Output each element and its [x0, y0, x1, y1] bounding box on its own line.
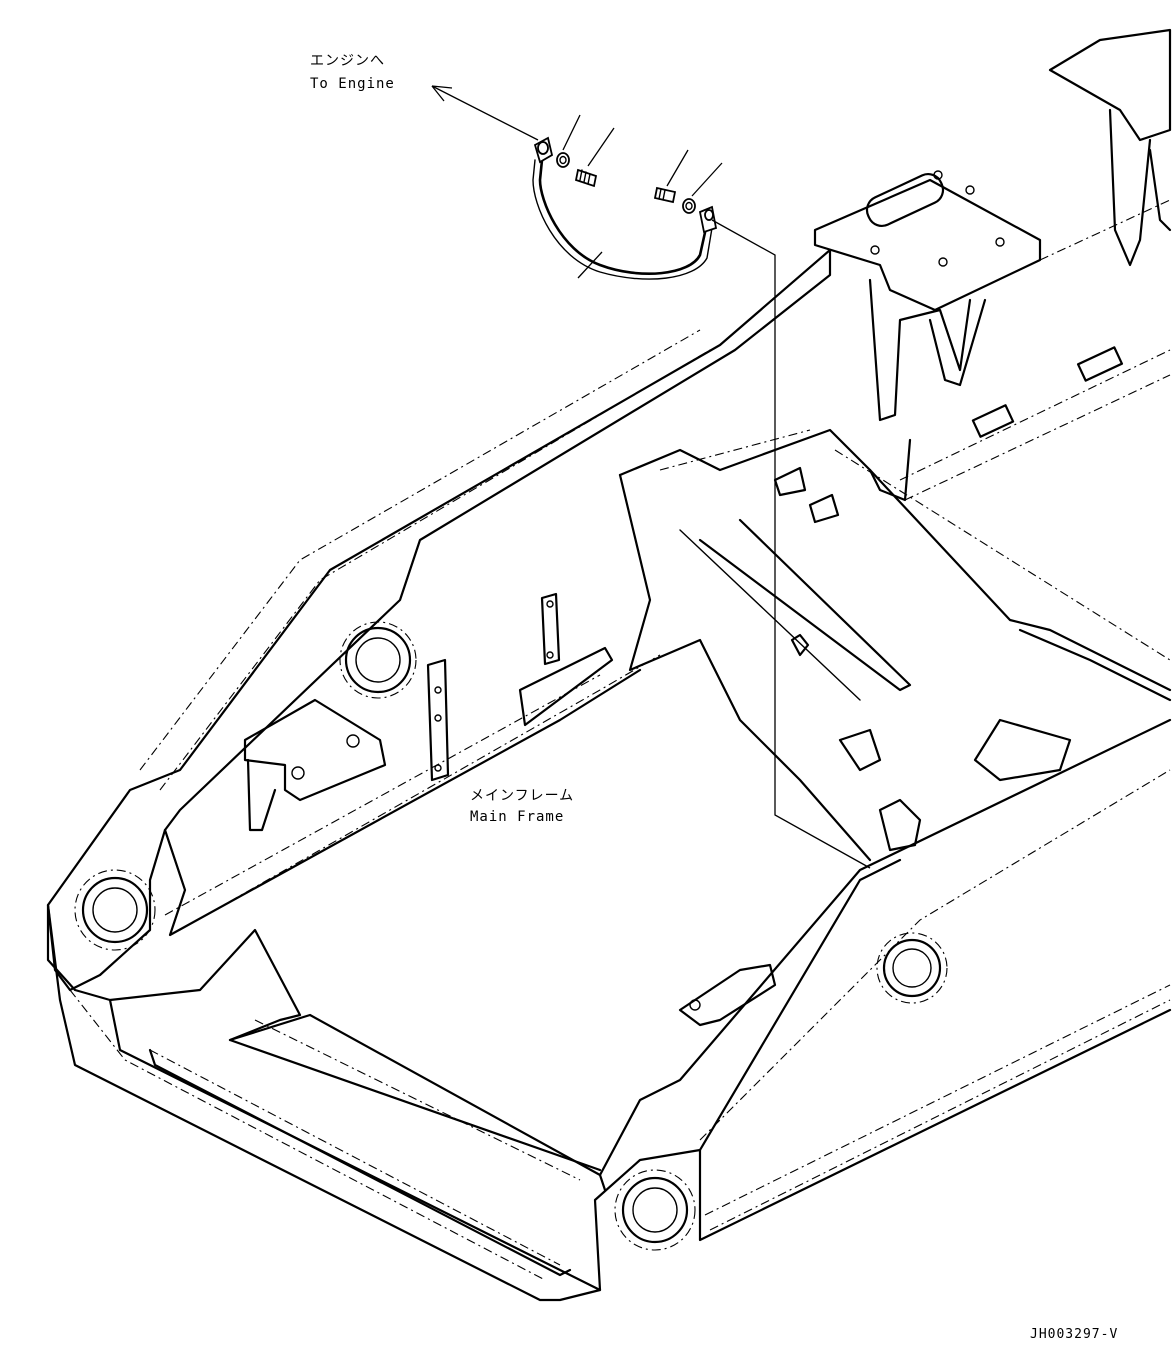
frame-plates: [426, 592, 614, 782]
cross-member: [618, 428, 1172, 862]
engine-label-ja: エンジンへ: [310, 53, 385, 69]
drawing-code: JH003297-V: [1030, 1327, 1119, 1342]
left-bracket: [243, 698, 387, 832]
frame-boss: [339, 621, 417, 699]
frame-front-end: [46, 869, 607, 1302]
frame-label-ja: メインフレーム: [470, 788, 575, 804]
ground-hardware: [556, 152, 696, 214]
to-engine-arrow: [431, 85, 539, 141]
frame-right-rail: [593, 718, 1172, 1292]
rear-upper-structure: [813, 28, 1172, 501]
leader-lines: [562, 114, 871, 869]
frame-label-en: Main Frame: [470, 809, 565, 825]
engine-label-en: To Engine: [310, 76, 395, 92]
ground-cable: [532, 136, 718, 280]
frame-left-rail: [46, 248, 832, 992]
